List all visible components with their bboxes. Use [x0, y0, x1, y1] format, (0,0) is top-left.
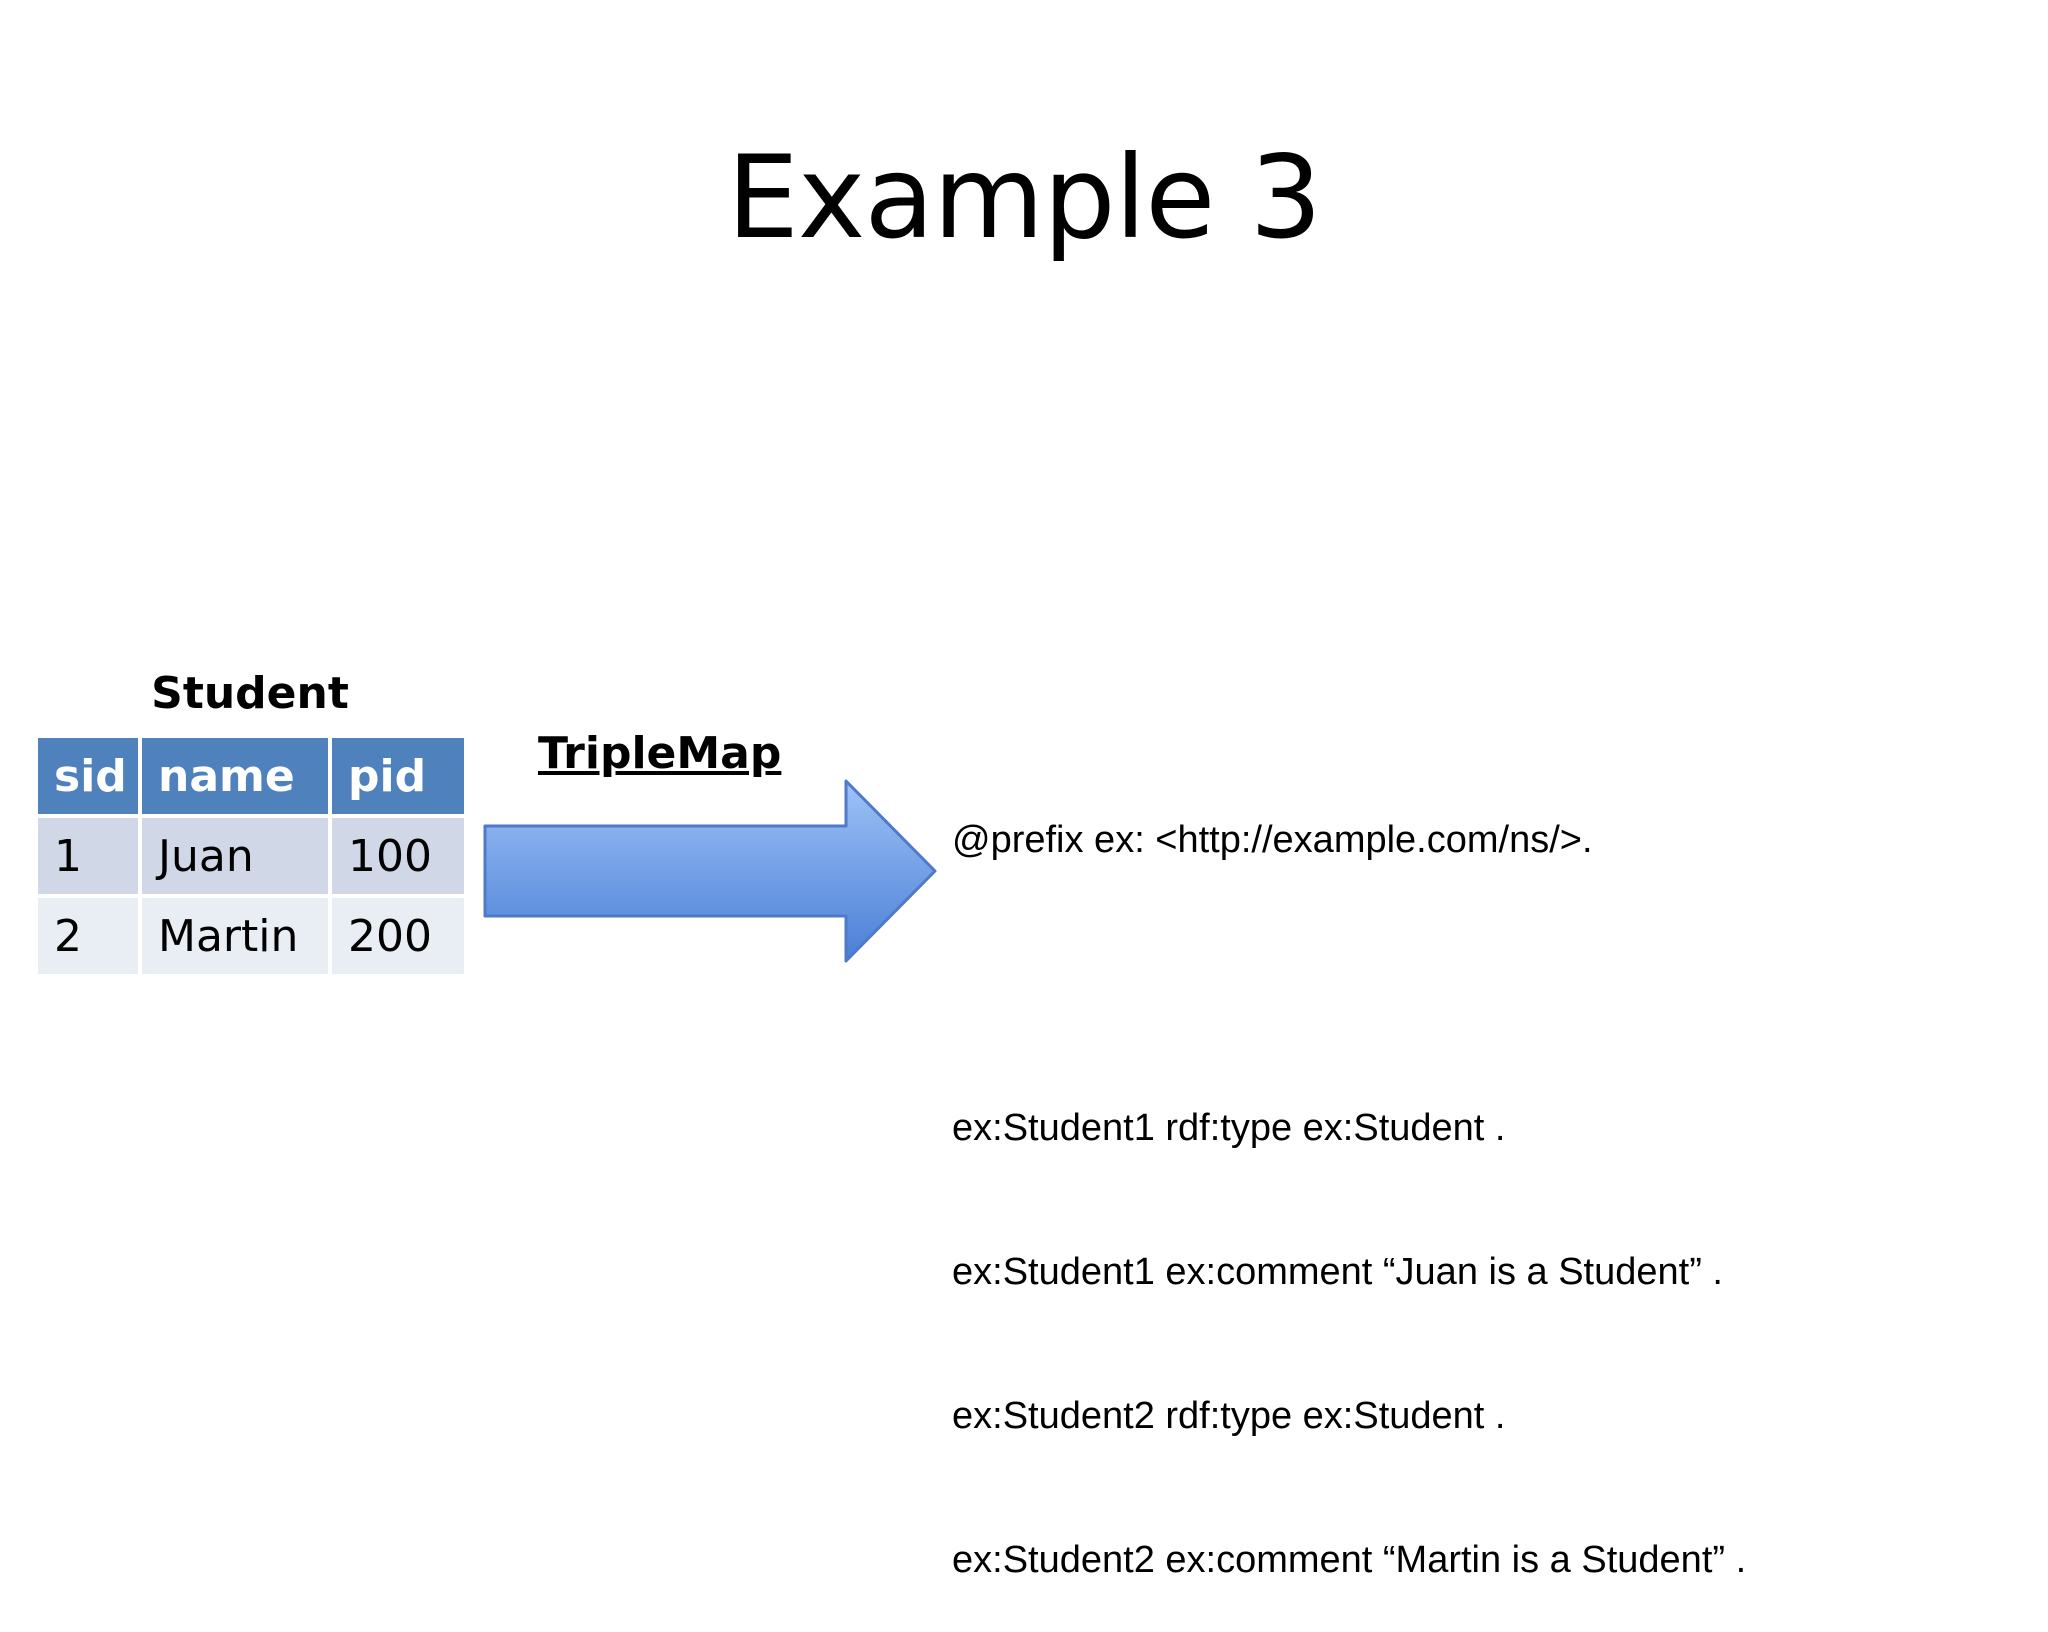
table-cell-name: Juan: [142, 818, 328, 894]
slide-title: Example 3: [726, 131, 1322, 264]
rdf-output: @prefix ex: <http://example.com/ns/>. ex…: [952, 720, 1746, 1632]
table-header-row: sid name pid: [38, 738, 464, 814]
mapping-label: TripleMap: [538, 728, 782, 779]
column-header-name: name: [142, 738, 328, 814]
rdf-blank-line: [952, 960, 1746, 1008]
arrow-shape: [483, 779, 937, 963]
column-header-sid: sid: [38, 738, 138, 814]
student-table: sid name pid 1 Juan 100 2 Martin 200: [34, 734, 468, 978]
table-caption: Student: [151, 668, 349, 719]
table-row: 1 Juan 100: [38, 818, 464, 894]
table-row: 2 Martin 200: [38, 898, 464, 974]
rdf-triple-line: ex:Student2 ex:comment “Martin is a Stud…: [952, 1539, 1747, 1581]
column-header-pid: pid: [332, 738, 464, 814]
rdf-triple-line: ex:Student1 rdf:type ex:Student .: [952, 1107, 1506, 1149]
rdf-prefix-line: @prefix ex: <http://example.com/ns/>.: [952, 819, 1593, 861]
right-arrow-icon: [483, 779, 937, 963]
table-cell-pid: 100: [332, 818, 464, 894]
table-cell-name: Martin: [142, 898, 328, 974]
table-cell-sid: 1: [38, 818, 138, 894]
rdf-triple-line: ex:Student1 ex:comment “Juan is a Studen…: [952, 1251, 1723, 1293]
rdf-triple-line: ex:Student2 rdf:type ex:Student .: [952, 1395, 1506, 1437]
table-cell-sid: 2: [38, 898, 138, 974]
table-cell-pid: 200: [332, 898, 464, 974]
